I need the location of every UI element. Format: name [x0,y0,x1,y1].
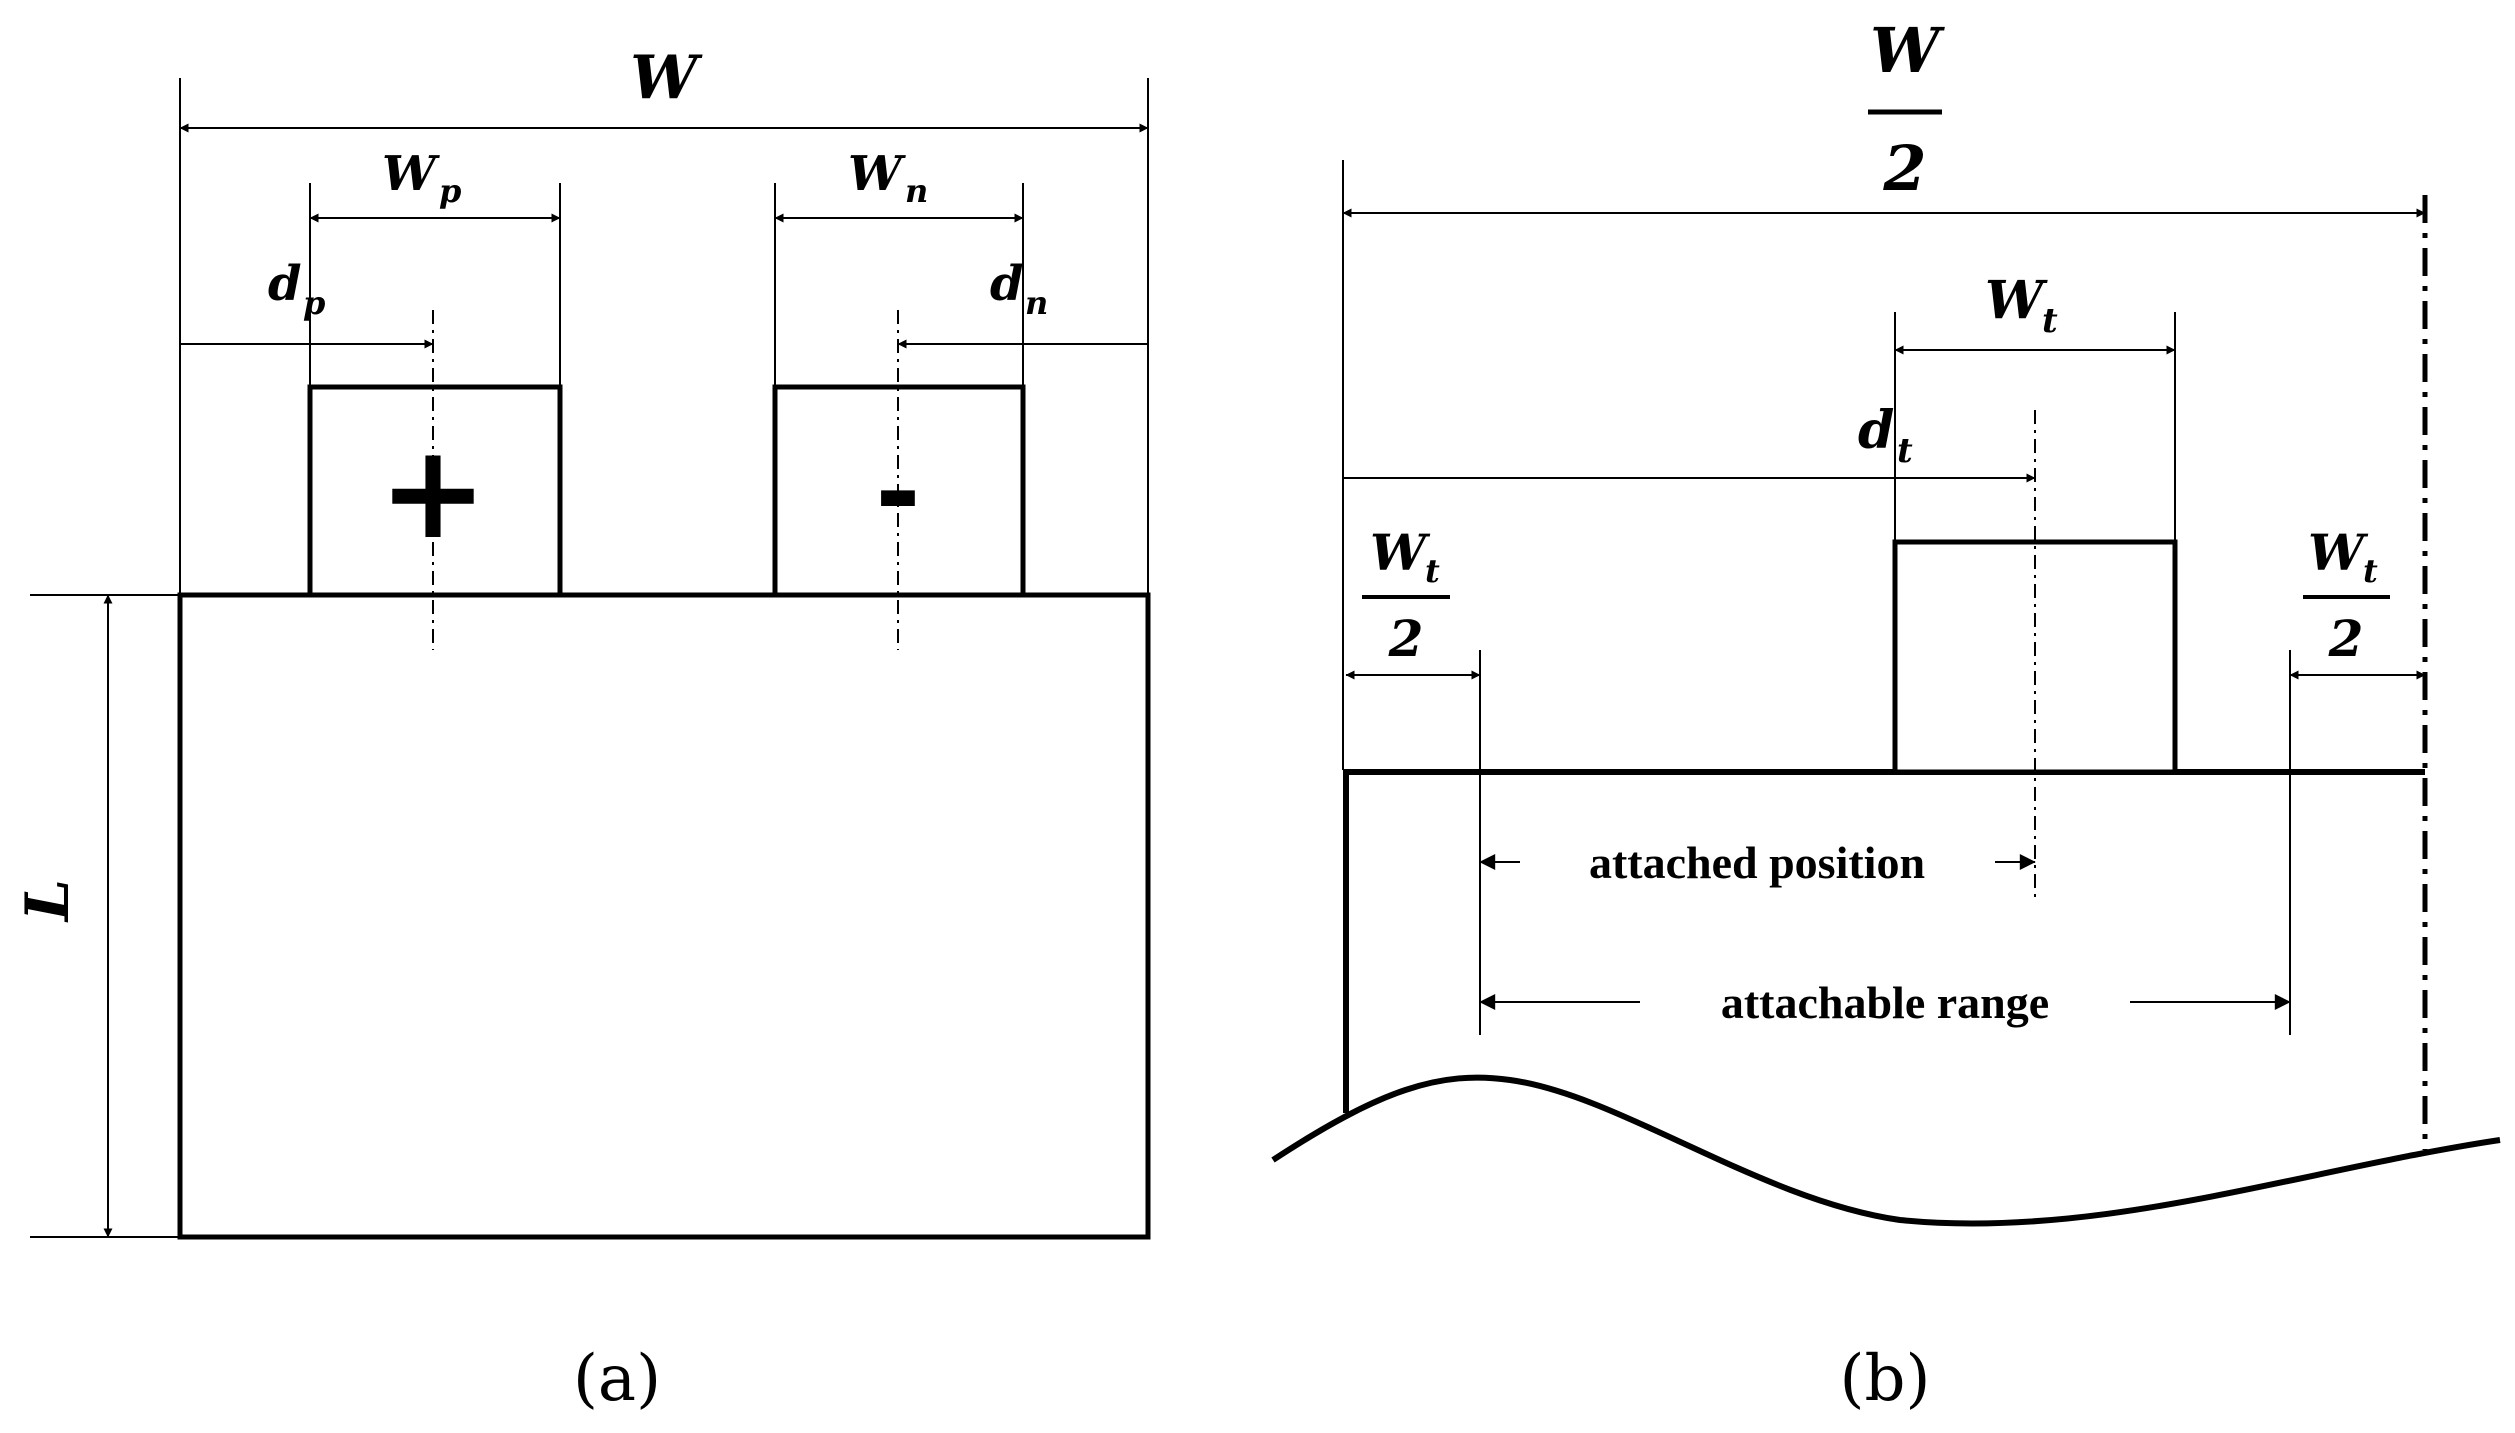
wp-label-subscript: p [439,172,461,210]
half-width-numerator: W [1870,14,1945,87]
dn-label: d [990,256,1024,312]
left-margin-numerator: W [1370,523,1431,582]
positive-symbol: + [379,416,488,568]
attached-position-label: attached position [1589,837,1925,888]
wn-label: W [848,146,906,202]
wt-label: W [1985,270,2048,331]
length-label: L [13,879,83,923]
wt-label-subscript: t [2042,301,2058,341]
negative-symbol: - [875,428,921,556]
panel-b: W 2 W t d t W t 2 W t [1271,14,2501,1416]
dt-label: d [1858,400,1894,461]
panel-a: W W p W n d p d n + - L (a) [13,43,1151,1416]
left-margin-numerator-subscript: t [1425,552,1440,590]
electrode-body [177,592,1151,1240]
half-width-denominator: 2 [1882,132,1926,205]
right-margin-numerator: W [2308,523,2369,582]
attachable-range-label: attachable range [1721,977,2049,1028]
left-margin-denominator: 2 [1388,609,1424,668]
wp-label: W [382,146,440,202]
dt-label-subscript: t [1897,431,1913,471]
break-line [1271,1074,2501,1227]
right-margin-denominator: 2 [2328,609,2364,668]
panel-b-caption: (b) [1840,1342,1931,1416]
panel-a-caption: (a) [573,1342,661,1416]
dp-label: d [268,256,302,312]
width-label: W [630,43,703,113]
dp-label-subscript: p [303,284,325,322]
wn-label-subscript: n [905,172,928,210]
dn-label-subscript: n [1025,284,1048,322]
right-margin-numerator-subscript: t [2363,552,2378,590]
positive-tab [307,384,563,598]
